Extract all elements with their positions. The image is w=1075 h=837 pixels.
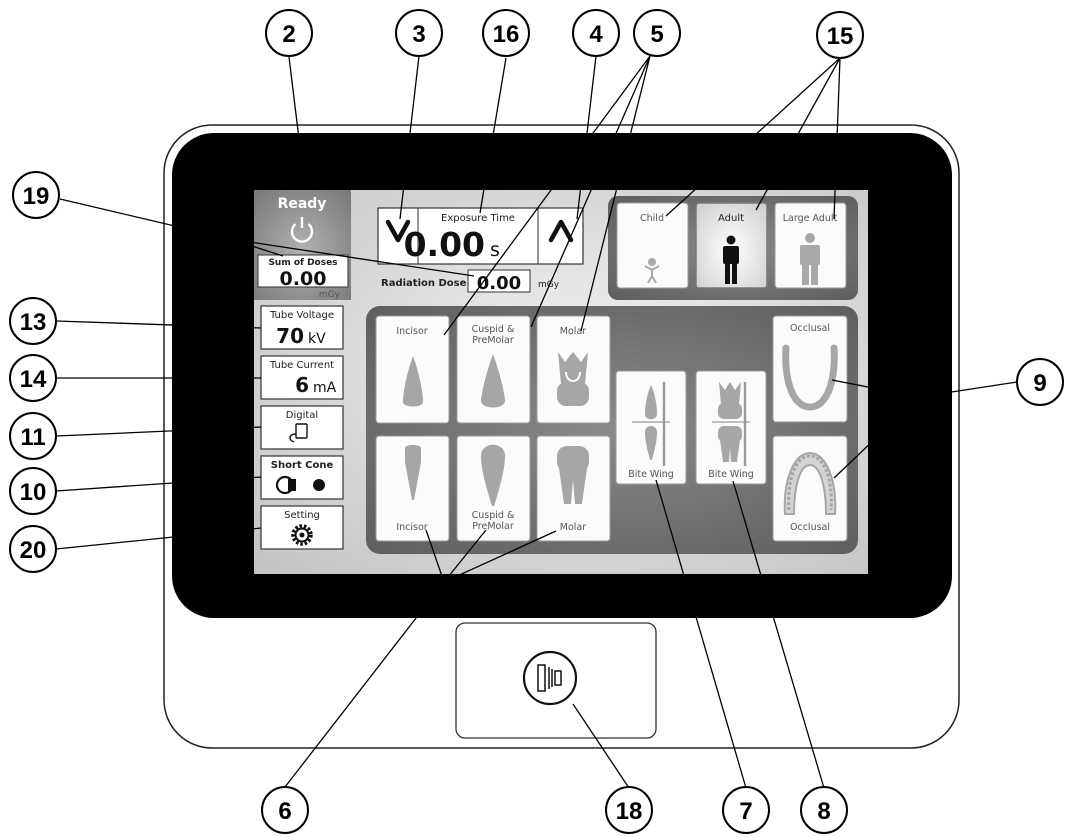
svg-text:8: 8 xyxy=(817,798,830,825)
bitewing-anterior-label: Bite Wing xyxy=(628,469,674,480)
svg-text:20: 20 xyxy=(20,537,47,564)
upper-incisor-label: Incisor xyxy=(396,326,427,337)
tube-voltage-box[interactable]: Tube Voltage 70 kV xyxy=(261,306,343,349)
ready-label: Ready xyxy=(278,196,327,212)
svg-text:5: 5 xyxy=(650,21,663,48)
occlusal-lower-button[interactable]: Occlusal xyxy=(773,436,847,541)
lower-cuspid-label-1: Cuspid & xyxy=(472,510,515,521)
callout-3: 3 xyxy=(396,10,442,56)
patient-large-adult-button[interactable]: Large Adult xyxy=(775,203,846,288)
exposure-time-label: Exposure Time xyxy=(441,213,515,224)
tube-current-box[interactable]: Tube Current 6 mA xyxy=(261,356,343,399)
sum-of-doses-value: 0.00 xyxy=(280,268,327,290)
bitewing-posterior-button[interactable]: Bite Wing xyxy=(696,371,766,484)
svg-text:10: 10 xyxy=(20,479,47,506)
occlusal-lower-label: Occlusal xyxy=(790,522,830,533)
callout-20: 20 xyxy=(10,526,56,572)
svg-text:4: 4 xyxy=(589,21,603,48)
tube-current-label: Tube Current xyxy=(269,360,334,371)
svg-text:15: 15 xyxy=(827,23,854,50)
callout-8: 8 xyxy=(801,787,847,833)
tube-voltage-unit: kV xyxy=(308,331,326,347)
short-cone-label: Short Cone xyxy=(271,460,334,471)
callout-13: 13 xyxy=(10,298,56,344)
digital-button[interactable]: Digital xyxy=(261,406,343,449)
svg-text:18: 18 xyxy=(616,798,643,825)
digital-label: Digital xyxy=(286,410,318,421)
svg-text:3: 3 xyxy=(412,21,425,48)
setting-label: Setting xyxy=(284,510,320,521)
lower-cuspid-premolar-button[interactable]: Cuspid & PreMolar xyxy=(457,436,530,541)
callout-2: 2 xyxy=(266,10,312,56)
exposure-button[interactable] xyxy=(524,652,576,704)
upper-cuspid-label-1: Cuspid & xyxy=(472,324,515,335)
occlusal-upper-button[interactable]: Occlusal xyxy=(773,316,847,422)
callout-19: 19 xyxy=(13,172,59,218)
short-cone-button[interactable]: Short Cone xyxy=(261,456,343,499)
callout-10: 10 xyxy=(10,468,56,514)
callout-4: 4 xyxy=(573,10,619,56)
lower-molar-label: Molar xyxy=(560,522,586,533)
callout-16: 16 xyxy=(483,10,529,56)
svg-text:2: 2 xyxy=(282,21,295,48)
setting-button[interactable]: Setting xyxy=(261,506,343,549)
child-label: Child xyxy=(640,213,664,224)
svg-text:16: 16 xyxy=(493,21,520,48)
molar-tooth-icon xyxy=(557,352,589,406)
large-adult-label: Large Adult xyxy=(783,213,838,224)
patient-adult-button[interactable]: Adult xyxy=(696,203,767,288)
svg-text:7: 7 xyxy=(739,798,752,825)
upper-cuspid-label-2: PreMolar xyxy=(472,335,514,346)
bitewing-anterior-button[interactable]: Bite Wing xyxy=(616,371,686,484)
callout-6: 6 xyxy=(262,787,308,833)
exposure-time-value: 0.00 xyxy=(404,225,485,264)
tube-voltage-label: Tube Voltage xyxy=(269,310,334,321)
patient-child-button[interactable]: Child xyxy=(617,203,688,288)
tube-current-value: 6 xyxy=(295,373,309,397)
callout-5: 5 xyxy=(634,10,680,56)
sum-of-doses-unit: mGy xyxy=(319,290,341,300)
sum-of-doses-label: Sum of Doses xyxy=(268,258,337,268)
lower-cuspid-label-2: PreMolar xyxy=(472,521,514,532)
callout-14: 14 xyxy=(10,355,56,401)
callout-18: 18 xyxy=(606,787,652,833)
svg-text:11: 11 xyxy=(20,424,45,451)
adult-label: Adult xyxy=(718,213,744,224)
callout-9: 9 xyxy=(1017,359,1063,405)
svg-text:9: 9 xyxy=(1033,370,1046,397)
upper-cuspid-premolar-button[interactable]: Cuspid & PreMolar xyxy=(457,316,530,423)
tube-current-unit: mA xyxy=(313,380,337,396)
radiation-dose-label: Radiation Dose xyxy=(381,278,467,289)
lower-molar-button[interactable]: Molar xyxy=(537,436,610,541)
svg-text:14: 14 xyxy=(20,366,47,393)
lower-incisor-button[interactable]: Incisor xyxy=(376,436,449,541)
occlusal-upper-label: Occlusal xyxy=(790,323,830,334)
bitewing-posterior-label: Bite Wing xyxy=(708,469,754,480)
lower-incisor-label: Incisor xyxy=(396,522,427,533)
svg-text:19: 19 xyxy=(23,183,50,210)
upper-molar-button[interactable]: Molar xyxy=(537,316,610,423)
tube-voltage-value: 70 xyxy=(276,324,304,348)
callout-15: 15 xyxy=(817,12,863,58)
exposure-time-unit: s xyxy=(490,239,500,261)
upper-incisor-button[interactable]: Incisor xyxy=(376,316,449,423)
cone-indicator-dot xyxy=(313,479,325,491)
svg-text:6: 6 xyxy=(278,798,291,825)
radiation-dose-value: 0.00 xyxy=(477,273,521,294)
callout-7: 7 xyxy=(723,787,769,833)
callout-11: 11 xyxy=(10,413,56,459)
svg-text:13: 13 xyxy=(20,309,47,336)
